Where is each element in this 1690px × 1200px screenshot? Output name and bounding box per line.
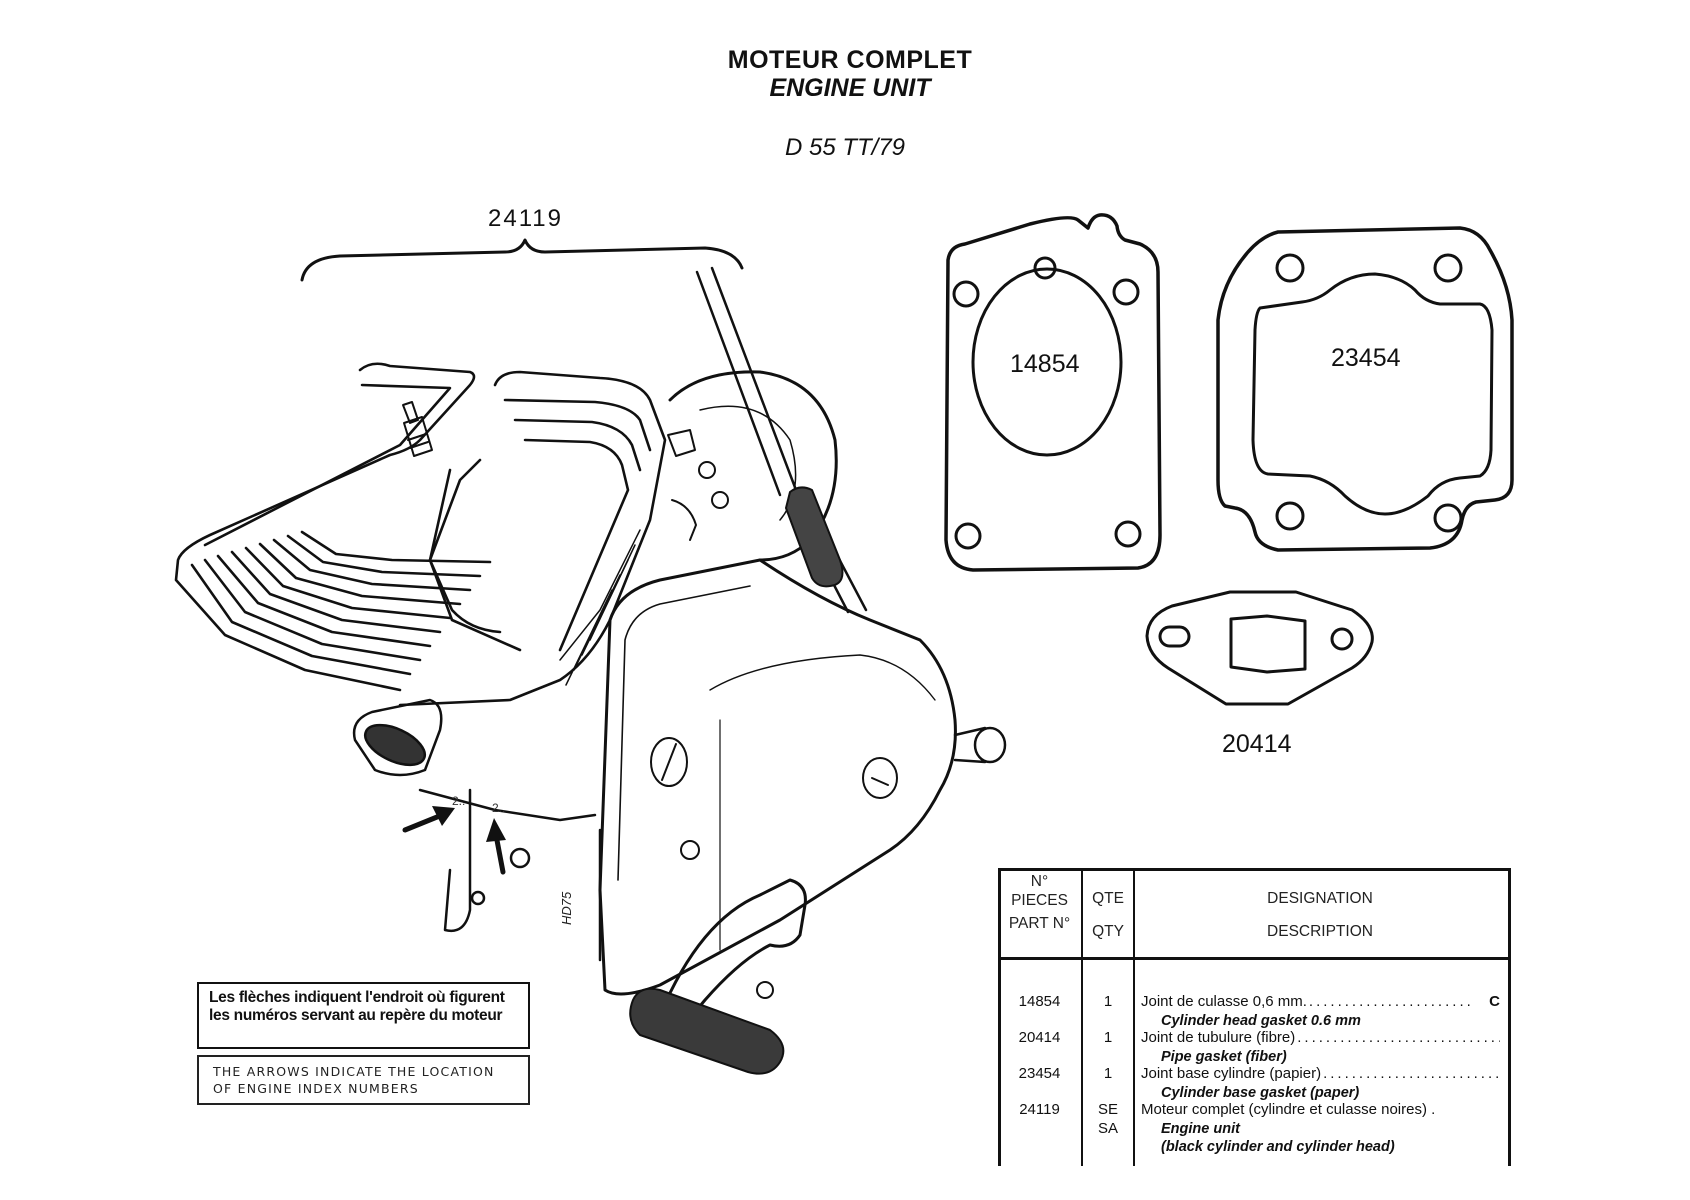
spark-plug-icon	[402, 401, 433, 457]
desc-en-2: (black cylinder and cylinder head)	[1161, 1139, 1395, 1155]
cell-qty: 1	[1103, 993, 1113, 1010]
artist-mark: HD75	[559, 891, 574, 925]
header-description: DESIGNATION DESCRIPTION	[1135, 882, 1505, 948]
header-part-fr-2: PIECES	[1011, 892, 1068, 909]
cell-qty: 1	[1103, 1029, 1113, 1046]
table-frame	[998, 868, 1511, 1166]
header-part-fr-1: N°	[1030, 873, 1049, 890]
page-title: MOTEUR COMPLET	[727, 46, 973, 74]
desc-en: Engine unit	[1161, 1120, 1240, 1137]
header-part-en: PART N°	[1008, 915, 1071, 932]
supply-code: C	[1489, 993, 1500, 1010]
cell-description: Joint de tubulure (fibre)...............…	[1141, 1029, 1506, 1066]
engine-illustration: 2.. 2.. HD75	[174, 266, 1007, 1075]
cell-part-no: 24119	[1019, 1101, 1060, 1118]
desc-fr: Joint de tubulure (fibre)	[1141, 1029, 1296, 1046]
index-arrows	[402, 806, 506, 875]
cell-description: Joint de culasse 0,6 mm.................…	[1141, 993, 1506, 1030]
cell-part-no: 14854	[1018, 993, 1061, 1010]
desc-fr: Moteur complet (cylindre et culasse noir…	[1141, 1101, 1436, 1118]
cell-description: Joint base cylindre (papier)............…	[1141, 1065, 1506, 1102]
note-french: Les flèches indiquent l'endroit où figur…	[197, 982, 530, 1049]
assembly-bracket	[300, 238, 744, 282]
header-qty-fr: QTE	[1092, 890, 1124, 907]
header-qty-en: QTY	[1092, 923, 1124, 940]
note-english: THE ARROWS INDICATE THE LOCATION OF ENGI…	[197, 1055, 530, 1105]
kickstart-lever	[629, 878, 807, 1075]
table-divider	[1081, 868, 1083, 1166]
desc-en: Cylinder base gasket (paper)	[1161, 1084, 1360, 1101]
cell-description: Moteur complet (cylindre et culasse noir…	[1141, 1101, 1506, 1157]
desc-fr: Joint de culasse 0,6 mm.	[1141, 993, 1307, 1010]
index-mark-1: 2..	[452, 794, 465, 808]
throttle-cable	[695, 266, 868, 614]
gasket-14854: 14854	[944, 213, 1162, 572]
cell-part-no: 20414	[1018, 1029, 1061, 1046]
cell-part-no: 23454	[1018, 1065, 1061, 1082]
assembly-label: 24119	[488, 205, 563, 232]
gasket-23454: 23454	[1216, 226, 1514, 552]
gasket-label-14854: 14854	[1010, 350, 1080, 378]
header-part-number: N° PIECES PART N°	[998, 872, 1081, 933]
parts-table: N° PIECES PART N° QTE QTY DESIGNATION DE…	[998, 868, 1511, 1166]
header-desc-fr: DESIGNATION	[1267, 890, 1373, 907]
index-mark-2: 2..	[492, 801, 505, 815]
crankcase-cover	[598, 558, 1007, 999]
table-header-divider	[998, 957, 1511, 960]
gasket-label-20414: 20414	[1222, 730, 1292, 758]
cell-qty: SE SA	[1083, 1101, 1133, 1138]
desc-en: Cylinder head gasket 0.6 mm	[1161, 1012, 1361, 1029]
qty-line-1: SE	[1097, 1101, 1118, 1118]
desc-fr: Joint base cylindre (papier)	[1141, 1065, 1322, 1082]
gasket-20414: 20414	[1145, 590, 1374, 758]
cell-qty: 1	[1103, 1065, 1113, 1082]
qty-line-2: SA	[1097, 1119, 1118, 1137]
gasket-label-23454: 23454	[1331, 344, 1401, 372]
header-quantity: QTE QTY	[1083, 882, 1133, 948]
cylinder-fins	[174, 362, 492, 692]
desc-en: Pipe gasket (fiber)	[1161, 1048, 1287, 1065]
table-divider	[1133, 868, 1135, 1166]
header-desc-en: DESCRIPTION	[1267, 923, 1373, 940]
page-subtitle: ENGINE UNIT	[769, 74, 931, 102]
model-designation: D 55 TT/79	[784, 134, 906, 161]
